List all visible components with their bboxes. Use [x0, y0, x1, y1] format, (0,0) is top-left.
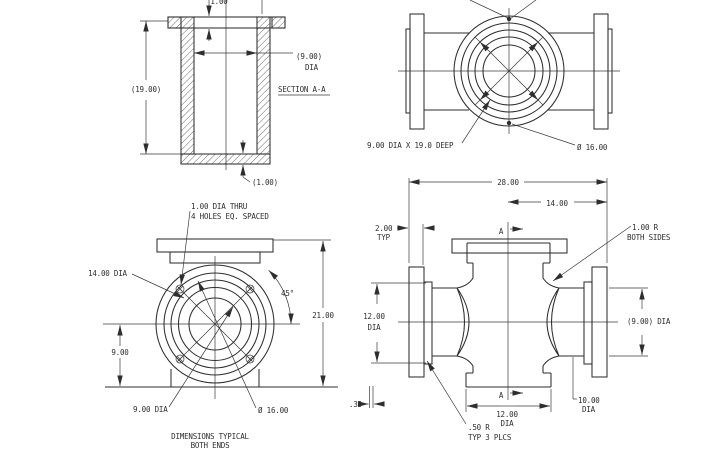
- top-view-bolt-circle-leader: [511, 123, 576, 146]
- front-circle-3: [170, 279, 260, 369]
- top-view-bore-circle: [482, 44, 536, 98]
- side-od-unit: DIA: [368, 323, 382, 332]
- section-wall-right: [256, 16, 271, 155]
- side-pipes: [432, 287, 584, 357]
- section-flange-hatch-left: [167, 16, 182, 29]
- top-view-bore-leader: [461, 99, 491, 144]
- top-view-leader-clipped-2: [509, 0, 537, 20]
- front-angle-arc: [268, 270, 294, 325]
- front-note-2: BOTH ENDS: [191, 441, 231, 450]
- side-saddle-right: [546, 287, 560, 357]
- front-note-1: DIMENSIONS TYPICAL: [171, 432, 249, 441]
- section-bottom-slab: [180, 153, 271, 165]
- side-radius-note-1: 1.00 R: [632, 223, 659, 232]
- side-base: [465, 372, 552, 388]
- dim-top-thickness-label: 1.00: [210, 0, 228, 6]
- front-angle-label: 45°: [281, 289, 294, 298]
- front-bore-dia-label: 9.00 DIA: [133, 405, 168, 414]
- front-bore-circle: [188, 297, 242, 351]
- side-base-label: 12.00: [496, 410, 518, 419]
- side-bore-label: (9.00) DIA: [627, 317, 671, 326]
- front-top-flange: [156, 238, 274, 253]
- side-fillet-note-1: .50 R: [468, 423, 490, 432]
- top-view-bore-note: 9.00 DIA X 19.0 DEEP: [367, 141, 454, 150]
- front-height-label: 21.00: [312, 311, 334, 320]
- top-view-circle-4: [474, 36, 544, 106]
- side-hub-label: 10.00: [578, 396, 600, 405]
- side-section-letter-top: A: [499, 227, 504, 236]
- top-view-leader-clipped-1: [469, 0, 509, 19]
- side-cylinder-walls: [472, 263, 544, 373]
- side-top-flange-neck: [466, 242, 551, 264]
- front-bolt-holes: [175, 284, 255, 364]
- top-view-radial-sw-ext: [474, 99, 481, 106]
- top-view-radial-ne-ext: [537, 36, 544, 43]
- top-view-circle-2: [460, 22, 558, 120]
- side-flange-thk-label: 2.00: [375, 224, 393, 233]
- dim-bottom-leader: [242, 176, 251, 183]
- side-face-label: .35: [349, 400, 362, 409]
- front-diag-ne: [214, 286, 253, 325]
- front-flange-circle: [155, 264, 275, 384]
- section-flange-hatch-right: [271, 16, 286, 29]
- side-right-flange-hub: [583, 281, 593, 365]
- side-top-flange: [451, 238, 568, 254]
- section-view: 1.00 (19.00) (9.00) DIA SECTION A-A (1.0…: [127, 0, 330, 187]
- dim-depth-label: (19.00): [131, 85, 161, 94]
- top-view-left-flange: [409, 13, 425, 130]
- side-corner-fillets: [456, 277, 560, 367]
- front-bolt-circle-label: Ø 16.00: [258, 406, 289, 415]
- front-holes-leader: [179, 210, 191, 286]
- top-view-flange-circle: [453, 15, 565, 127]
- front-bore-dia-leader: [168, 306, 234, 408]
- front-circle-4: [177, 286, 253, 362]
- top-view-bolt-circle-label: Ø 16.00: [577, 143, 608, 152]
- front-circle-2: [163, 272, 267, 376]
- side-section-letter-bottom: A: [499, 391, 504, 400]
- top-view-radial-se-ext: [537, 99, 544, 106]
- top-view-radial-sw: [479, 70, 510, 101]
- top-view-left-flange-face: [405, 28, 411, 114]
- front-diag-nw: [177, 286, 216, 325]
- front-holes-note-1: 1.00 DIA THRU: [191, 202, 247, 211]
- side-od-label: 12.00: [363, 312, 385, 321]
- side-fillet-note-2: TYP 3 PLCS: [468, 433, 512, 442]
- side-hub-unit: DIA: [582, 405, 596, 414]
- top-view-radial-nw: [479, 41, 510, 72]
- section-title: SECTION A-A: [278, 85, 326, 94]
- front-view: 45° 21.00 9.00 1.00 DIA THRU 4 HOLES EQ.…: [88, 202, 341, 450]
- side-flange-thk-note: TYP: [377, 233, 391, 242]
- front-holes-note-2: 4 HOLES EQ. SPACED: [191, 212, 269, 221]
- front-flange-dia-label: 14.00 DIA: [88, 269, 128, 278]
- top-view-right-flange: [593, 13, 609, 130]
- front-bolt-circle-leader: [197, 280, 257, 409]
- front-center-height-label: 9.00: [111, 348, 129, 357]
- dim-bottom-label: (1.00): [252, 178, 278, 187]
- top-view-radial-nw-ext: [474, 36, 481, 43]
- top-view-right-flange-face: [607, 28, 613, 114]
- front-hub: [169, 251, 261, 264]
- side-view: A A 28.00 14.00 2.00 TYP: [349, 178, 678, 442]
- side-fillet-leader: [426, 360, 467, 425]
- dim-bore-label: (9.00): [296, 52, 322, 61]
- side-base-unit: DIA: [501, 419, 515, 428]
- side-saddle-left: [456, 287, 470, 357]
- top-view-radial-se: [508, 70, 539, 101]
- front-diag-se: [214, 323, 253, 362]
- front-flange-dia-leader: [131, 273, 185, 299]
- top-view: 9.00 DIA X 19.0 DEEP Ø 16.00: [367, 0, 620, 152]
- side-radius-note-2: BOTH SIDES: [627, 233, 671, 242]
- side-width-label: 28.00: [497, 178, 519, 187]
- side-radius-leader: [552, 225, 632, 282]
- top-view-circle-3: [467, 29, 551, 113]
- side-half-width-label: 14.00: [546, 199, 568, 208]
- top-view-dot-bottom: [506, 120, 512, 126]
- dim-bore-unit-label: DIA: [305, 63, 319, 72]
- section-wall-left: [180, 16, 195, 155]
- top-view-radial-ne: [508, 41, 539, 72]
- front-diag-sw: [177, 323, 216, 362]
- side-left-flange-hub: [423, 281, 433, 365]
